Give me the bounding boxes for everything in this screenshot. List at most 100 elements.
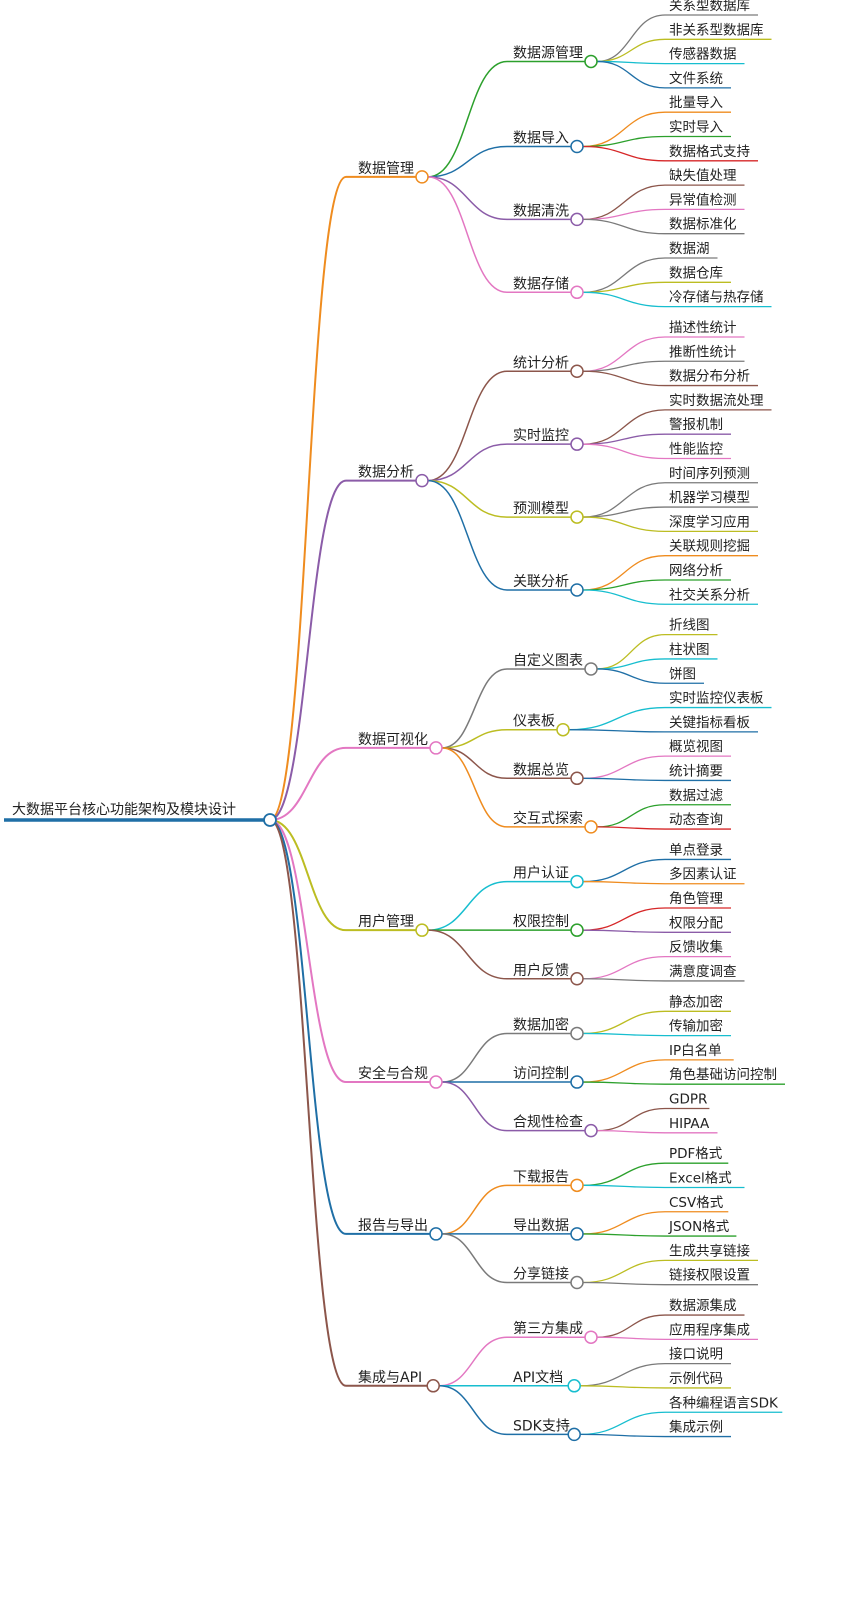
leaf-label[interactable]: CSV格式 bbox=[669, 1195, 724, 1211]
leaf-label[interactable]: JSON格式 bbox=[668, 1219, 730, 1235]
topic-label[interactable]: 实时监控 bbox=[513, 428, 569, 444]
leaf-label[interactable]: GDPR bbox=[669, 1092, 707, 1108]
leaf-label[interactable]: 柱状图 bbox=[669, 642, 710, 658]
leaf-label[interactable]: 动态查询 bbox=[669, 812, 723, 828]
topic-node-circle[interactable] bbox=[570, 1227, 584, 1241]
topic-label[interactable]: 关联分析 bbox=[513, 574, 569, 590]
topic-label[interactable]: 预测模型 bbox=[513, 501, 569, 517]
topic-label[interactable]: 交互式探索 bbox=[513, 810, 583, 827]
topic-node-circle[interactable] bbox=[570, 139, 584, 154]
leaf-label[interactable]: 多因素认证 bbox=[669, 866, 737, 883]
branch-node-circle[interactable] bbox=[429, 1075, 443, 1089]
leaf-label[interactable]: 数据格式支持 bbox=[669, 144, 750, 160]
topic-node-circle[interactable] bbox=[556, 722, 570, 737]
leaf-label[interactable]: 数据过滤 bbox=[669, 788, 723, 804]
topic-node-circle[interactable] bbox=[584, 662, 598, 676]
topic-node-circle[interactable] bbox=[570, 1026, 584, 1041]
topic-label[interactable]: 下载报告 bbox=[513, 1169, 569, 1185]
leaf-label[interactable]: 静态加密 bbox=[669, 993, 723, 1010]
leaf-label[interactable]: 生成共享链接 bbox=[669, 1242, 750, 1259]
topic-label[interactable]: 自定义图表 bbox=[513, 653, 583, 669]
topic-label[interactable]: 统计分析 bbox=[513, 355, 569, 371]
topic-label[interactable]: 仪表板 bbox=[513, 714, 555, 730]
leaf-label[interactable]: 饼图 bbox=[669, 666, 696, 682]
leaf-label[interactable]: 传感器数据 bbox=[669, 46, 737, 63]
leaf-label[interactable]: 冷存储与热存储 bbox=[669, 290, 764, 306]
branch-label[interactable]: 数据可视化 bbox=[358, 732, 428, 748]
leaf-label[interactable]: 数据仓库 bbox=[669, 265, 723, 281]
leaf-label[interactable]: 关联规则挖掘 bbox=[669, 539, 750, 555]
topic-node-circle[interactable] bbox=[570, 510, 584, 524]
topic-node-circle[interactable] bbox=[570, 1178, 584, 1193]
leaf-label[interactable]: 警报机制 bbox=[669, 417, 723, 433]
leaf-label[interactable]: 性能监控 bbox=[669, 441, 723, 457]
topic-label[interactable]: 导出数据 bbox=[513, 1218, 569, 1234]
leaf-label[interactable]: 深度学习应用 bbox=[669, 513, 750, 530]
topic-node-circle[interactable] bbox=[570, 364, 584, 379]
branch-node-circle[interactable] bbox=[415, 170, 429, 184]
leaf-label[interactable]: 缺失值处理 bbox=[669, 168, 737, 184]
leaf-label[interactable]: 单点登录 bbox=[669, 842, 723, 858]
leaf-label[interactable]: 网络分析 bbox=[669, 563, 723, 579]
topic-node-circle[interactable] bbox=[570, 583, 584, 597]
leaf-label[interactable]: 社交关系分析 bbox=[669, 586, 750, 603]
topic-node-circle[interactable] bbox=[570, 1075, 584, 1089]
topic-node-circle[interactable] bbox=[570, 1275, 584, 1290]
leaf-label[interactable]: 反馈收集 bbox=[669, 940, 723, 956]
leaf-label[interactable]: 实时监控仪表板 bbox=[669, 691, 764, 707]
leaf-label[interactable]: 接口说明 bbox=[669, 1346, 723, 1363]
branch-label[interactable]: 集成与API bbox=[358, 1369, 422, 1386]
topic-label[interactable]: 分享链接 bbox=[513, 1266, 569, 1283]
topic-label[interactable]: 权限控制 bbox=[513, 914, 569, 930]
leaf-label[interactable]: IP白名单 bbox=[669, 1043, 722, 1059]
topic-label[interactable]: 用户反馈 bbox=[513, 962, 569, 979]
leaf-label[interactable]: 批量导入 bbox=[669, 95, 723, 111]
branch-node-circle[interactable] bbox=[429, 1227, 443, 1241]
topic-node-circle[interactable] bbox=[567, 1379, 581, 1393]
topic-node-circle[interactable] bbox=[570, 972, 584, 986]
leaf-label[interactable]: 应用程序集成 bbox=[669, 1321, 750, 1338]
leaf-label[interactable]: 折线图 bbox=[669, 618, 710, 634]
topic-node-circle[interactable] bbox=[584, 1123, 598, 1138]
topic-label[interactable]: 数据清洗 bbox=[513, 203, 569, 219]
branch-node-circle[interactable] bbox=[429, 741, 443, 755]
leaf-label[interactable]: HIPAA bbox=[669, 1116, 710, 1132]
topic-node-circle[interactable] bbox=[570, 923, 584, 937]
leaf-label[interactable]: 链接权限设置 bbox=[669, 1267, 750, 1284]
topic-label[interactable]: 用户认证 bbox=[513, 865, 569, 882]
topic-label[interactable]: 数据导入 bbox=[513, 131, 569, 147]
topic-label[interactable]: API文档 bbox=[513, 1370, 563, 1386]
leaf-label[interactable]: 时间序列预测 bbox=[669, 466, 750, 482]
topic-node-circle[interactable] bbox=[570, 285, 584, 300]
root-node-circle[interactable] bbox=[263, 813, 277, 827]
topic-node-circle[interactable] bbox=[570, 874, 584, 889]
leaf-label[interactable]: 概览视图 bbox=[669, 739, 723, 755]
branch-label[interactable]: 用户管理 bbox=[358, 913, 414, 930]
leaf-label[interactable]: 文件系统 bbox=[669, 71, 723, 87]
topic-label[interactable]: 数据存储 bbox=[513, 276, 569, 292]
topic-node-circle[interactable] bbox=[584, 54, 598, 69]
leaf-label[interactable]: 统计摘要 bbox=[669, 762, 723, 779]
topic-label[interactable]: 合规性检查 bbox=[513, 1115, 583, 1131]
leaf-label[interactable]: 各种编程语言SDK bbox=[669, 1395, 779, 1411]
leaf-label[interactable]: 角色管理 bbox=[669, 890, 723, 907]
leaf-label[interactable]: 满意度调查 bbox=[669, 963, 737, 980]
leaf-label[interactable]: 实时导入 bbox=[669, 120, 723, 136]
leaf-label[interactable]: 集成示例 bbox=[669, 1420, 723, 1436]
topic-node-circle[interactable] bbox=[570, 771, 584, 786]
topic-node-circle[interactable] bbox=[567, 1427, 581, 1442]
leaf-label[interactable]: 数据湖 bbox=[669, 241, 710, 257]
branch-label[interactable]: 安全与合规 bbox=[358, 1065, 428, 1082]
branch-label[interactable]: 数据管理 bbox=[358, 161, 414, 177]
leaf-label[interactable]: 角色基础访问控制 bbox=[669, 1066, 777, 1083]
topic-label[interactable]: 数据源管理 bbox=[513, 45, 583, 61]
root-label[interactable]: 大数据平台核心功能架构及模块设计 bbox=[12, 802, 236, 818]
leaf-label[interactable]: 权限分配 bbox=[669, 914, 723, 931]
leaf-label[interactable]: 机器学习模型 bbox=[669, 490, 750, 506]
topic-node-circle[interactable] bbox=[570, 212, 584, 227]
topic-label[interactable]: 数据总览 bbox=[513, 762, 569, 778]
leaf-label[interactable]: 关键指标看板 bbox=[669, 715, 750, 731]
leaf-label[interactable]: 描述性统计 bbox=[669, 320, 737, 336]
branch-node-circle[interactable] bbox=[415, 473, 429, 488]
leaf-label[interactable]: 实时数据流处理 bbox=[669, 393, 764, 409]
